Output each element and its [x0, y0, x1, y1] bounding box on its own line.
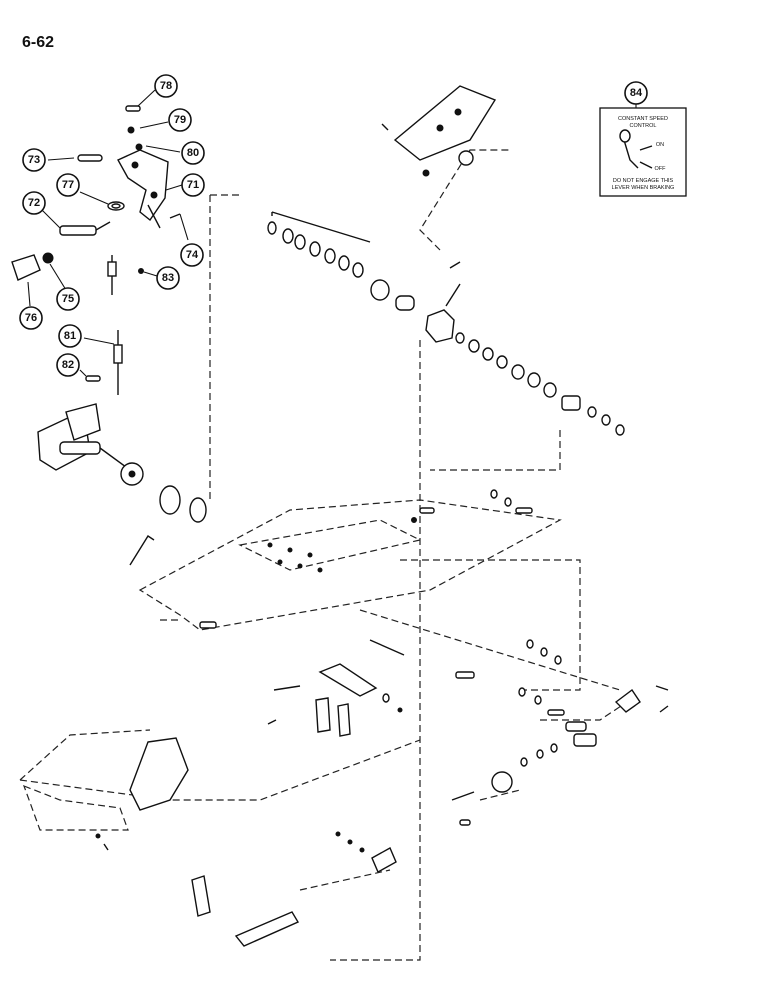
cam-hub	[120, 462, 144, 486]
callout-leaders	[27, 89, 637, 377]
callout-83-label: 83	[162, 272, 174, 284]
nut-part-75	[42, 252, 54, 264]
pulley-wheel	[159, 485, 207, 523]
callout-77-label: 77	[62, 179, 74, 191]
callout-81: 81	[58, 324, 82, 348]
page-number: 6-62	[22, 34, 55, 51]
assembly-guide-lines	[19, 149, 631, 961]
nut-part-80	[135, 143, 143, 151]
callout-82-label: 82	[62, 359, 74, 371]
callout-72: 72	[22, 191, 46, 215]
pin-part-73	[77, 154, 103, 162]
spring-assembly-lower	[451, 733, 597, 826]
decal-on-label: ON	[656, 142, 664, 148]
mounting-plate	[37, 403, 131, 471]
callout-71-label: 71	[187, 179, 199, 191]
frame-hardware	[199, 489, 533, 656]
callout-76-label: 76	[25, 312, 37, 324]
shaft-washer-row-right	[455, 332, 625, 436]
center-slide-bracket	[267, 663, 403, 737]
callout-75-label: 75	[62, 293, 74, 305]
knob-part-76	[11, 254, 41, 281]
callout-83: 83	[156, 266, 180, 290]
decal-warning-line2: LEVER WHEN BRAKING	[612, 185, 675, 191]
washer-upper-right	[422, 150, 474, 177]
callout-81-label: 81	[64, 330, 76, 342]
callout-74-label: 74	[186, 249, 199, 261]
pin-part-82	[85, 375, 101, 382]
callout-79-label: 79	[174, 114, 186, 126]
control-rod-upper	[107, 255, 117, 295]
callout-77: 77	[56, 173, 80, 197]
callout-79: 79	[168, 108, 192, 132]
link-arm	[129, 535, 155, 566]
decal-title-line1: CONSTANT SPEED	[618, 116, 668, 122]
spring-part-77	[107, 201, 125, 211]
callout-76: 76	[19, 306, 43, 330]
callout-80: 80	[181, 141, 205, 165]
callout-78: 78	[154, 74, 178, 98]
main-frame	[138, 499, 562, 631]
screw-part-78	[125, 105, 141, 112]
clip-part-74	[169, 213, 181, 219]
callout-78-label: 78	[160, 80, 172, 92]
callout-73-label: 73	[28, 154, 40, 166]
callout-71: 71	[181, 173, 205, 197]
clip-part-83	[138, 268, 144, 274]
control-lever-bracket	[117, 149, 169, 229]
callout-74: 74	[180, 243, 204, 267]
decal-warning-line1: DO NOT ENGAGE THIS	[613, 178, 674, 184]
callout-80-label: 80	[187, 147, 199, 159]
callout-75: 75	[56, 287, 80, 311]
decal-off-label: OFF	[655, 166, 667, 172]
callout-84: 84	[624, 81, 648, 105]
callout-72-label: 72	[28, 197, 40, 209]
pedal-bracket-upper	[381, 85, 497, 161]
constant-speed-decal: CONSTANT SPEED CONTROL ON OFF DO NOT ENG…	[599, 107, 687, 197]
washer-part-79	[127, 126, 135, 134]
decal-title-line2: CONTROL	[630, 123, 657, 129]
right-lower-linkage	[455, 639, 669, 732]
brake-pedal	[22, 737, 189, 851]
control-rod-part-81	[113, 330, 123, 395]
callout-84-label: 84	[630, 87, 643, 99]
callout-73: 73	[22, 148, 46, 172]
pivot-block	[425, 261, 461, 343]
handle-part-72	[59, 221, 111, 236]
bottom-linkage	[191, 831, 397, 947]
shaft-washer-row-upper	[267, 211, 415, 311]
callout-82: 82	[56, 353, 80, 377]
